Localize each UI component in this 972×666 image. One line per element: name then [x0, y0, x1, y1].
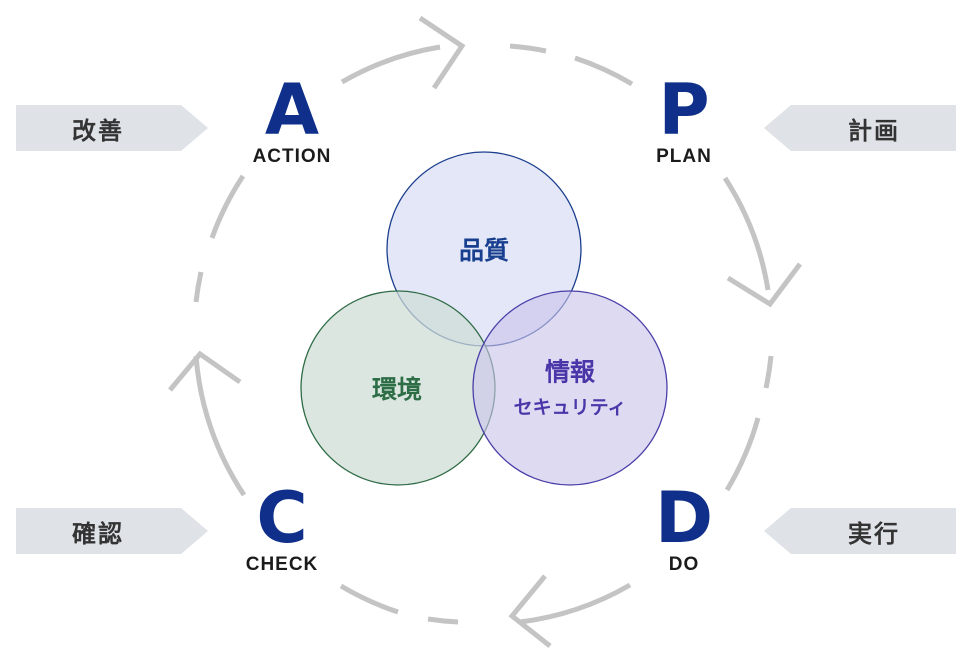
plan-letter: P: [658, 69, 710, 151]
plan-word: PLAN: [656, 146, 712, 167]
stage-plan: P PLAN: [624, 69, 744, 168]
stage-action: A ACTION: [232, 69, 352, 168]
stage-do: D DO: [624, 477, 744, 576]
arrow-head-icon: [418, 15, 466, 90]
check-letter: C: [256, 477, 308, 559]
do-letter: D: [654, 477, 714, 559]
cycle-ring: [193, 43, 774, 625]
do-tag: 実行: [764, 508, 956, 554]
cycle-arc: [574, 55, 634, 87]
arrow-head-icon: [168, 350, 242, 392]
cycle-arc: [340, 44, 441, 85]
action-tag: 改善: [16, 105, 208, 151]
check-word: CHECK: [245, 554, 319, 575]
arrow-head-icon: [726, 262, 802, 308]
quality-label: 品質: [459, 231, 509, 267]
environment-label: 環境: [372, 370, 422, 406]
cycle-arc: [724, 417, 761, 492]
security-label: 情報 セキュリティ: [514, 353, 627, 420]
environment-label-text: 環境: [371, 375, 423, 404]
plan-tag: 計画: [764, 105, 956, 151]
cycle-arc: [193, 271, 204, 303]
cycle-arc: [519, 582, 632, 625]
action-tag-label: 改善: [72, 116, 124, 145]
cycle-arc: [763, 355, 774, 389]
do-tag-label: 実行: [848, 519, 900, 548]
security-circle: [472, 290, 668, 486]
cycle-arc: [722, 176, 771, 291]
cycle-arc: [209, 174, 246, 239]
check-tag: 確認: [16, 508, 208, 554]
security-label-text: 情報: [544, 357, 595, 387]
do-word: DO: [668, 554, 700, 575]
arrow-head-icon: [508, 574, 552, 648]
quality-label-text: 品質: [458, 236, 510, 265]
cycle-arc: [193, 355, 247, 497]
cycle-arc: [509, 43, 547, 54]
check-tag-label: 確認: [72, 519, 124, 548]
stage-check: C CHECK: [222, 477, 342, 576]
action-word: ACTION: [252, 146, 332, 167]
cycle-arc: [339, 583, 399, 615]
plan-tag-label: 計画: [848, 116, 900, 145]
cycle-arc: [427, 616, 459, 625]
action-letter: A: [264, 69, 320, 151]
security-sublabel-text: セキュリティ: [513, 396, 627, 419]
